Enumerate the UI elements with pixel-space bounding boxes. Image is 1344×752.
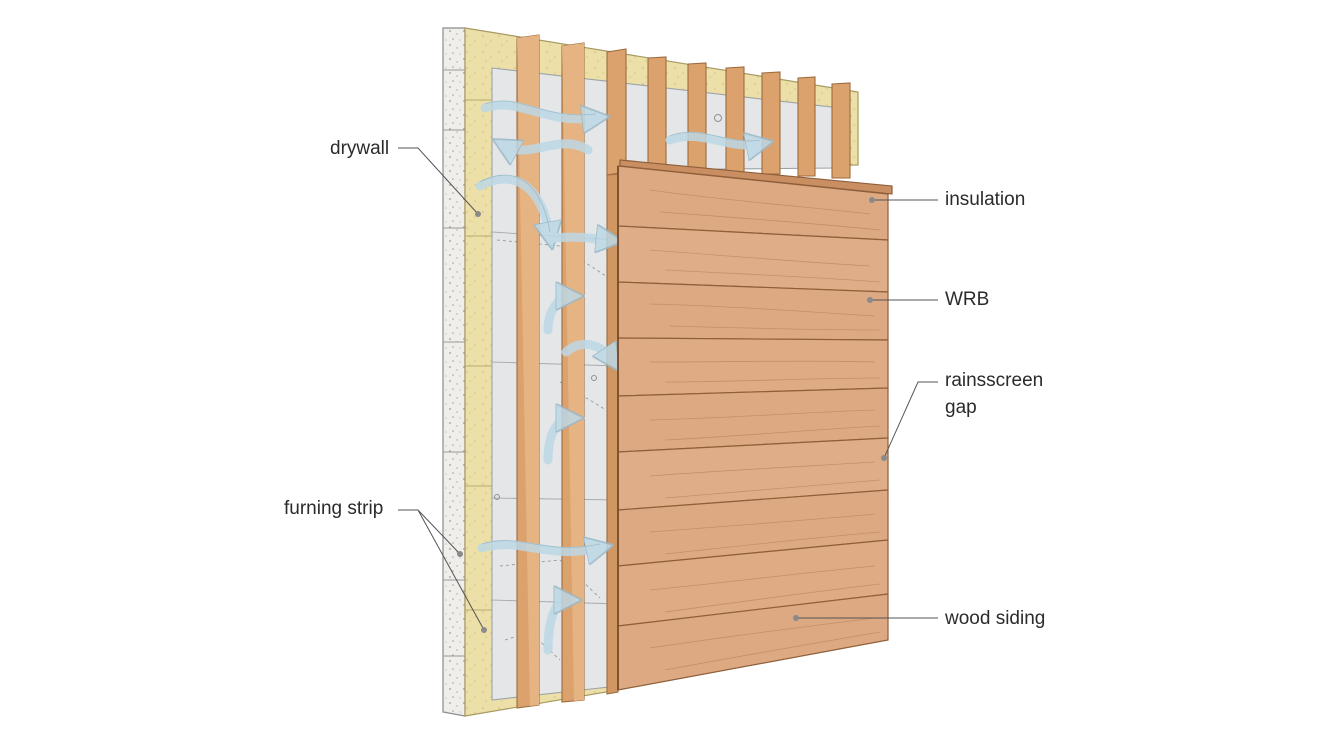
leader-lines: [398, 147, 938, 633]
wood-siding: [617, 159, 893, 691]
siding-grain: [649, 189, 881, 671]
drywall-layer: [442, 27, 466, 717]
insulation-label: insulation: [945, 189, 1026, 210]
drywall-label: drywall: [330, 138, 390, 159]
rainscreen-gap-label: rainsscreen gap: [945, 367, 1043, 421]
furring-strips: [516, 34, 851, 709]
wrb-label: WRB: [945, 289, 990, 310]
furring-strip-label: furning strip: [284, 498, 384, 519]
wood-siding-label: wood siding: [945, 608, 1046, 629]
rainscreen-gap-label-line2: gap: [945, 397, 977, 418]
airflow-arrow-icon: [475, 100, 760, 655]
rainscreen-gap-label-line1: rainsscreen: [945, 370, 1044, 391]
